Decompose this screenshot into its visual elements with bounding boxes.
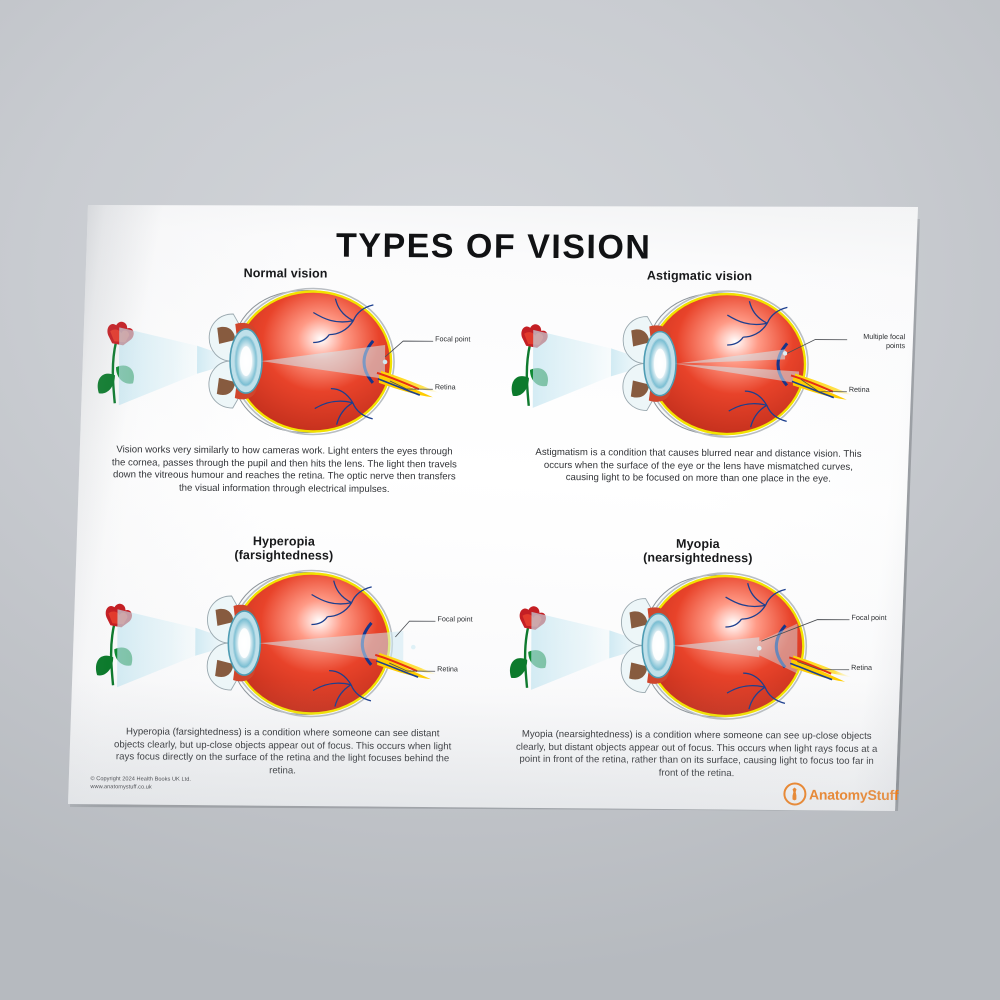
light-beam-outer: [531, 611, 610, 690]
focal-point-marker: [756, 645, 762, 651]
eye-diagram-normal: Focal point Retina: [85, 283, 486, 440]
eye-svg: [511, 290, 855, 438]
eye-svg: [97, 287, 441, 436]
blood-vessels: [311, 580, 372, 707]
focus-cone: [259, 631, 404, 664]
callout-focal-point: Focal point: [437, 614, 473, 624]
focus-cone-b: [675, 363, 799, 384]
light-beam-outer: [117, 609, 196, 688]
blood-vessels: [726, 301, 788, 428]
focal-point-marker-1: [782, 351, 788, 356]
focus-cone: [261, 344, 386, 379]
focus-cone: [673, 637, 760, 658]
callout-retina: Retina: [848, 384, 870, 394]
panel-subheading: (farsightedness): [234, 548, 334, 563]
website-url: www.anatomystuff.co.uk: [90, 783, 152, 791]
diverge-cone: [759, 623, 798, 674]
leader-lines: [761, 619, 850, 671]
eye-diagram-myopia: Focal point Retina: [497, 568, 898, 725]
panel-myopia: Myopia (nearsightedness): [496, 536, 898, 788]
panel-heading: Normal vision: [243, 266, 328, 281]
sclera: [649, 294, 806, 435]
anatomystuff-logo: AnatomyStuff: [782, 782, 899, 806]
callout-retina: Retina: [434, 382, 456, 392]
callout-retina: Retina: [437, 664, 458, 674]
poster-content: TYPES OF VISION Normal vision: [64, 203, 920, 820]
light-beam-outer: [118, 327, 198, 406]
leader-lines: [384, 340, 434, 390]
page-title: TYPES OF VISION: [335, 226, 652, 267]
eye-svg: [96, 569, 440, 718]
optic-nerve: [794, 373, 855, 396]
callout-retina: Retina: [851, 662, 872, 672]
eye-diagram-astigmatic: Multiple focal points Retina: [499, 286, 905, 443]
panel-heading: Astigmatic vision: [646, 268, 753, 284]
panel-astigmatic-vision: Astigmatic vision: [498, 268, 905, 520]
eye-diagram-hyperopia: Focal point Retina: [83, 565, 484, 722]
copyright-block: © Copyright 2024 Health Books UK Ltd. ww…: [90, 776, 191, 792]
optic-nerve: [793, 655, 854, 678]
callout-focal-point: Focal point: [851, 612, 887, 623]
callout-multiple-focal-points: Multiple focal points: [863, 331, 906, 350]
logo-mark-icon: [782, 782, 807, 806]
panel-hyperopia: Hyperopia (farsightedness): [82, 533, 484, 785]
panel-body: Hyperopia (farsightedness) is a conditio…: [114, 726, 452, 777]
focal-point-marker: [410, 644, 416, 650]
light-beam-outer: [532, 329, 612, 408]
callout-focal-point: Focal point: [435, 334, 471, 344]
blood-vessels: [312, 298, 374, 425]
blood-vessels: [725, 583, 786, 710]
eye-svg: [510, 572, 854, 720]
optic-nerve: [380, 370, 441, 394]
panel-subheading: (nearsightedness): [643, 550, 753, 566]
optic-nerve: [379, 652, 440, 676]
leader-lines: [389, 620, 436, 672]
panel-normal-vision: Normal vision: [84, 265, 486, 517]
copyright-line-1: © Copyright 2024 Health Books UK Ltd.: [90, 776, 191, 783]
panel-body: Astigmatism is a condition that causes b…: [535, 446, 862, 485]
panel-body: Myopia (nearsightedness) is a condition …: [515, 728, 878, 779]
panel-body: Vision works very similarly to how camer…: [111, 444, 457, 495]
leader-lines: [786, 339, 848, 393]
logo-text: AnatomyStuff: [808, 786, 899, 803]
focal-point-marker: [382, 359, 388, 365]
